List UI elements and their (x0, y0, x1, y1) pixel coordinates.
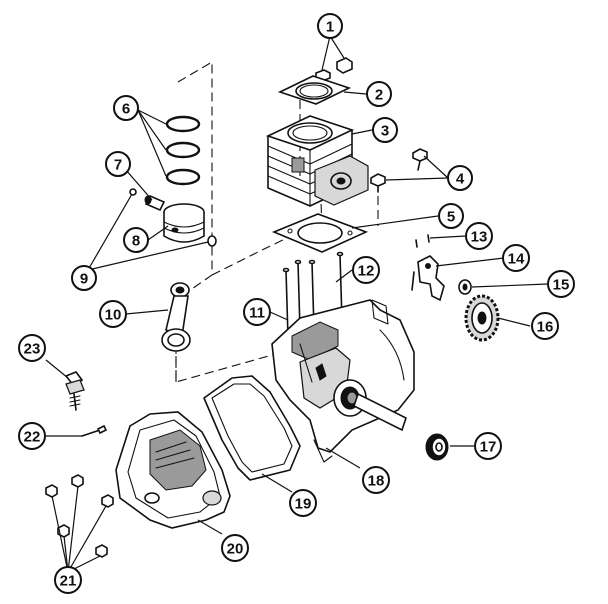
callout-label: 23 (24, 341, 41, 358)
callout-label: 3 (381, 123, 389, 140)
callout-label: 14 (508, 251, 525, 268)
callout-label: 11 (249, 305, 265, 322)
callout-23: 23 (18, 334, 46, 362)
callout-label: 12 (358, 263, 375, 280)
callout-3: 3 (372, 117, 398, 143)
callout-5: 5 (438, 203, 464, 229)
callout-label: 22 (24, 429, 41, 446)
callout-label: 15 (553, 277, 570, 294)
part-18-crankcase (271, 299, 415, 463)
callout-11: 11 (243, 298, 271, 326)
part-3-cylinder (265, 115, 369, 207)
callout-label: 13 (471, 229, 488, 246)
part-20-crankcase-cover (115, 411, 231, 529)
callout-2: 2 (366, 81, 392, 107)
callout-9: 9 (71, 265, 97, 291)
part-14-governor-arm (411, 255, 445, 302)
callout-6: 6 (113, 95, 139, 121)
callout-label: 18 (368, 473, 385, 490)
callout-15: 15 (547, 270, 575, 298)
callout-18: 18 (362, 466, 390, 494)
part-19-crankcase-gasket (203, 375, 301, 481)
callout-19: 19 (289, 489, 317, 517)
callout-14: 14 (502, 244, 530, 272)
callout-label: 9 (80, 271, 88, 288)
callout-13: 13 (465, 222, 493, 250)
callout-7: 7 (105, 151, 131, 177)
callout-21: 21 (54, 566, 82, 594)
callout-label: 2 (375, 87, 383, 104)
part-4-bolts (370, 148, 428, 193)
part-7-wrist-pin (144, 194, 166, 212)
part-21-screws (45, 474, 114, 558)
callout-4: 4 (447, 165, 473, 191)
part-5-base-gasket (271, 213, 369, 253)
part-17-oil-seal (425, 433, 449, 461)
callout-10: 10 (99, 300, 127, 328)
part-1-nut (315, 57, 353, 82)
callout-label: 5 (447, 209, 455, 226)
callout-label: 20 (227, 541, 244, 558)
part-6-piston-rings (165, 115, 201, 186)
part-10-connecting-rod (161, 282, 191, 352)
part-2-head-gasket (277, 75, 352, 105)
callout-label: 7 (114, 157, 122, 174)
callout-8: 8 (123, 227, 149, 253)
callout-12: 12 (352, 256, 380, 284)
part-15-washer (458, 279, 472, 295)
callout-label: 10 (105, 307, 122, 324)
part-8-piston (163, 203, 205, 243)
callout-label: 4 (456, 171, 465, 188)
part-16-gear (464, 294, 500, 342)
part-9-clips (129, 188, 217, 247)
callout-label: 19 (295, 496, 312, 513)
part-23-plug (64, 371, 85, 411)
part-13-pin (415, 234, 430, 248)
part-22-screw (81, 424, 108, 437)
callout-label: 1 (326, 19, 334, 36)
callout-label: 17 (480, 439, 497, 456)
callout-1: 1 (317, 13, 343, 39)
callout-22: 22 (18, 422, 46, 450)
callout-label: 8 (132, 233, 140, 250)
callout-20: 20 (221, 534, 249, 562)
callout-17: 17 (474, 432, 502, 460)
callout-label: 21 (60, 573, 77, 590)
callout-label: 16 (537, 319, 554, 336)
callout-label: 6 (122, 101, 130, 118)
callout-16: 16 (531, 312, 559, 340)
